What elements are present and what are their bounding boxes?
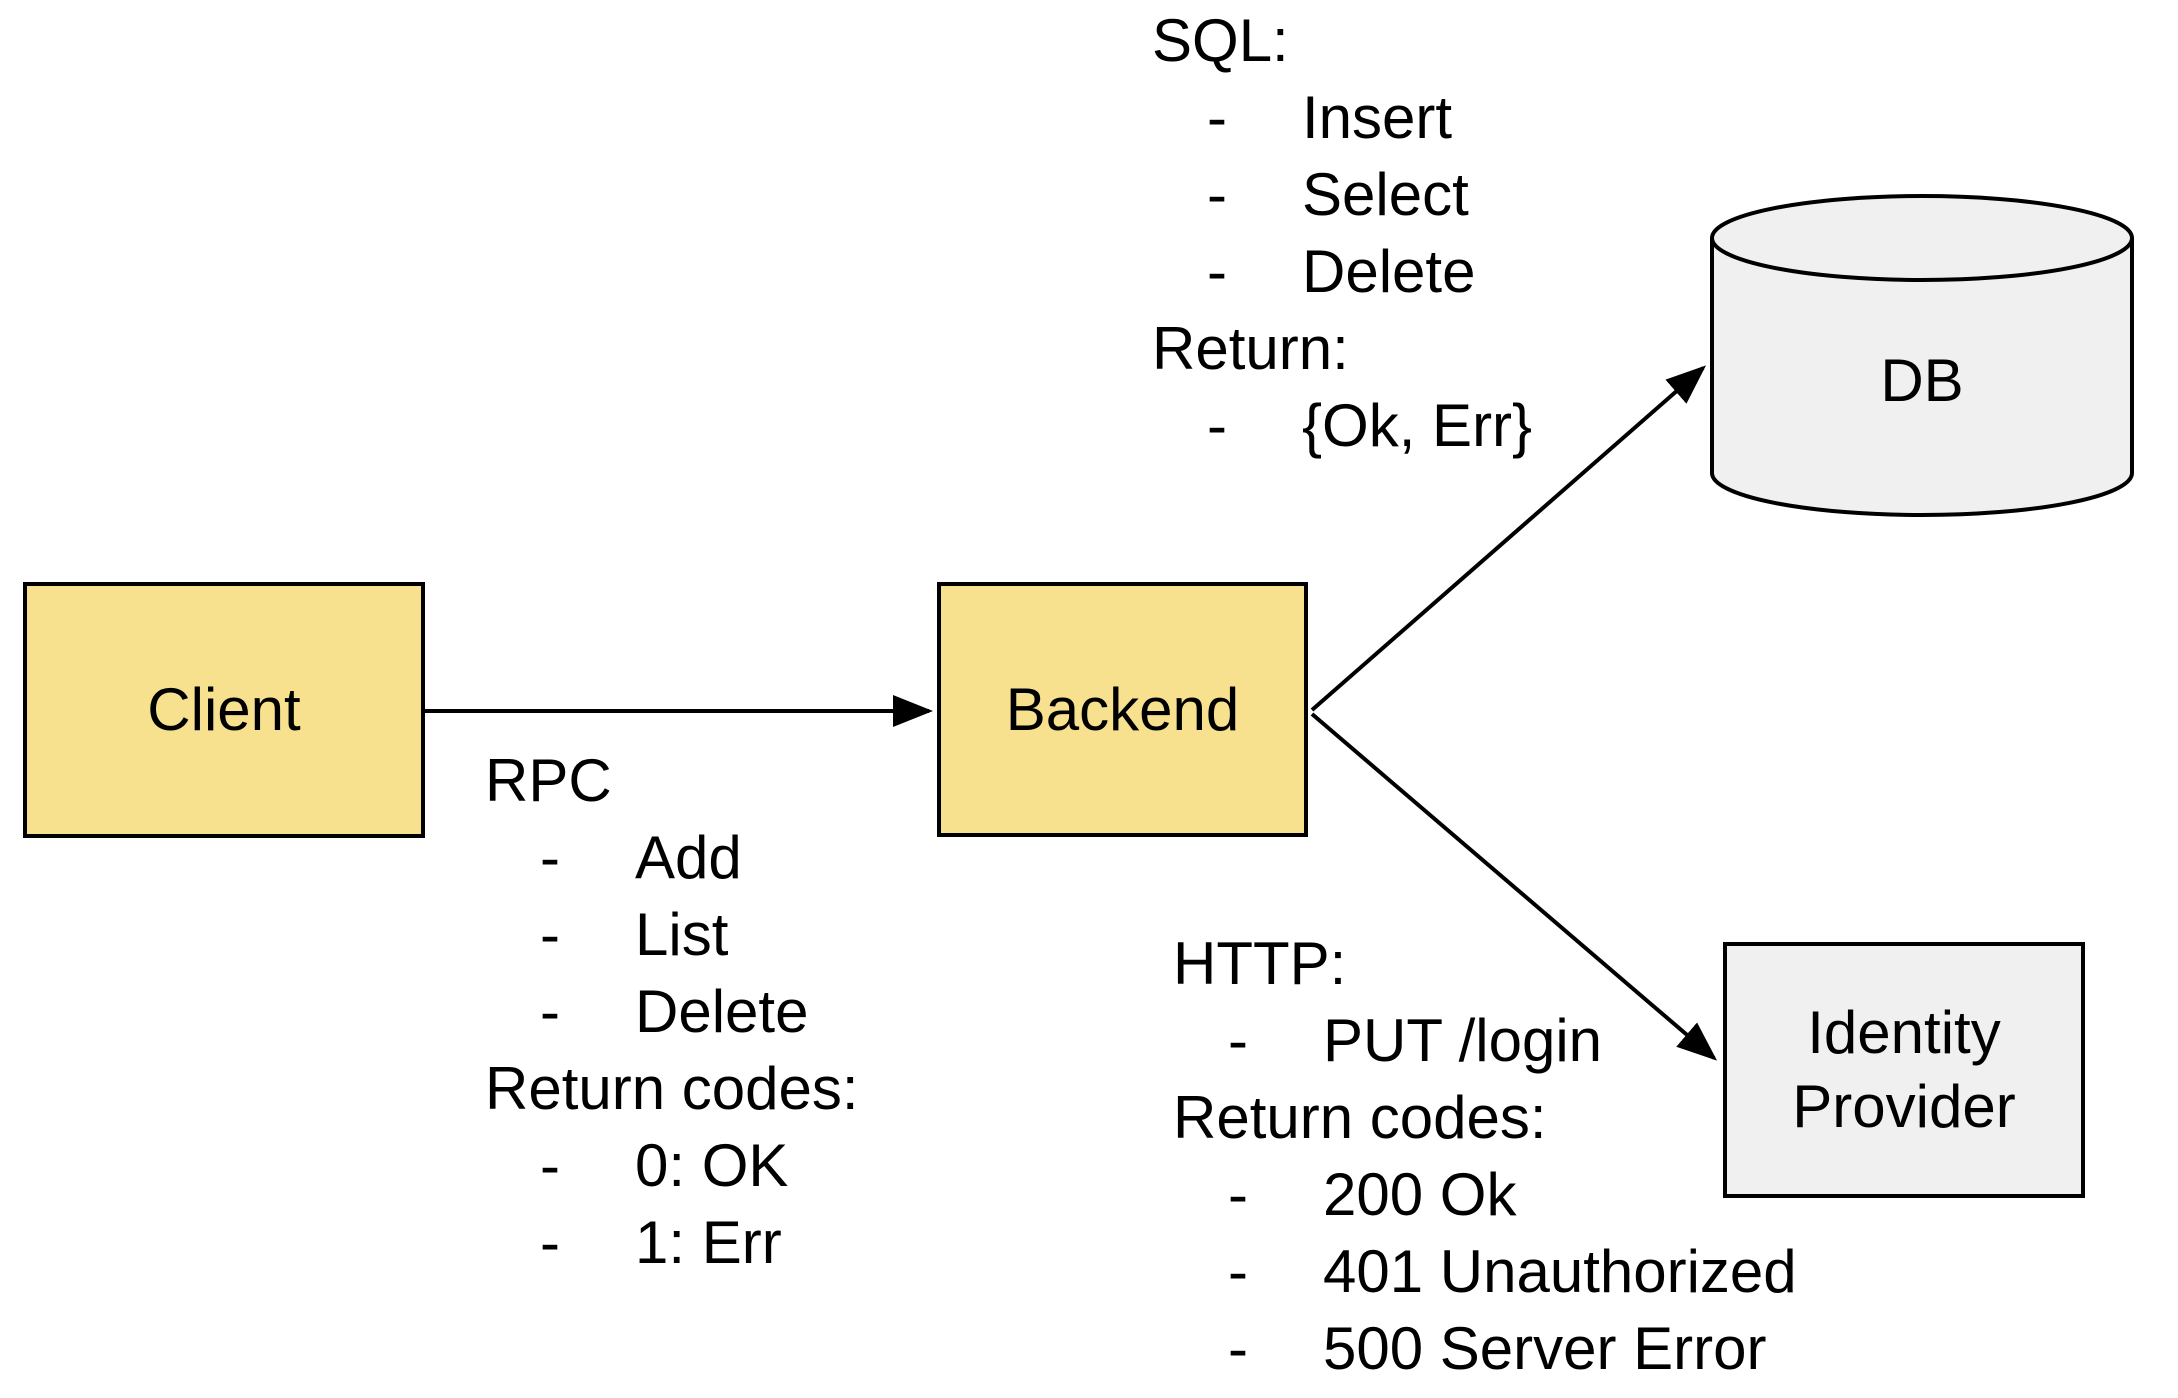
sql-annotation: SQL: - Insert - Select - Delete Return: … [1152,2,1532,464]
http-call-item: - PUT /login [1173,1002,1797,1079]
rpc-return-title: Return codes: [485,1055,859,1122]
bullet-text: 0: OK [635,1132,789,1199]
bullet-dash: - [1207,84,1227,151]
http-return-item: - 401 Unauthorized [1173,1233,1797,1310]
bullet-dash: - [540,901,560,968]
sql-return-item: - {Ok, Err} [1152,387,1532,464]
bullet-text: Insert [1302,84,1453,151]
sql-title: SQL: [1152,7,1289,74]
bullet-dash: - [1228,1007,1248,1074]
bullet-text: Add [635,824,742,891]
bullet-dash: - [540,824,560,891]
rpc-annotation: RPC - Add - List - Delete Return codes: … [485,742,859,1281]
bullet-dash: - [540,978,560,1045]
db-cylinder-shape [1710,194,2134,517]
http-return-title: Return codes: [1173,1084,1547,1151]
bullet-text: 500 Server Error [1323,1315,1767,1382]
node-db-label: DB [1880,346,1964,414]
bullet-dash: - [1207,392,1227,459]
rpc-call-item: - List [485,896,859,973]
node-client-label: Client [147,676,301,743]
rpc-call-item: - Add [485,819,859,896]
bullet-text: List [635,901,729,968]
bullet-text: 200 Ok [1323,1161,1517,1228]
node-backend-label: Backend [1005,675,1240,743]
sql-call-item: - Select [1152,156,1532,233]
sql-return-title: Return: [1152,315,1349,382]
bullet-dash: - [1228,1238,1248,1305]
arrow-backend-to-identity-provider [1310,712,1718,1061]
bullet-dash: - [540,1132,560,1199]
http-return-item: - 500 Server Error [1173,1310,1797,1387]
bullet-text: Select [1302,161,1469,228]
rpc-return-item: - 0: OK [485,1127,859,1204]
rpc-call-item: - Delete [485,973,859,1050]
http-return-item: - 200 Ok [1173,1156,1797,1233]
bullet-text: PUT /login [1323,1007,1603,1074]
identity-provider-line2: Provider [1792,1073,2016,1140]
bullet-dash: - [1207,161,1227,228]
bullet-dash: - [1228,1315,1248,1382]
bullet-dash: - [1207,238,1227,305]
http-title: HTTP: [1173,930,1347,997]
bullet-text: Delete [1302,238,1476,305]
bullet-dash: - [1228,1161,1248,1228]
bullet-text: Delete [635,978,809,1045]
arrow-backend-to-db [1310,365,1707,712]
node-client: Client [23,582,425,838]
bullet-text: 1: Err [635,1209,782,1276]
sql-call-item: - Delete [1152,233,1532,310]
bullet-dash: - [540,1209,560,1276]
bullet-text: {Ok, Err} [1302,392,1533,459]
sql-call-item: - Insert [1152,79,1532,156]
node-identity-provider-label: Identity Provider [1792,996,2015,1144]
bullet-text: 401 Unauthorized [1323,1238,1797,1305]
rpc-return-item: - 1: Err [485,1204,859,1281]
rpc-title: RPC [485,747,612,814]
node-identity-provider: Identity Provider [1723,942,2085,1198]
http-annotation: HTTP: - PUT /login Return codes: - 200 O… [1173,925,1797,1387]
identity-provider-line1: Identity [1807,999,2001,1066]
node-backend: Backend [937,582,1308,837]
